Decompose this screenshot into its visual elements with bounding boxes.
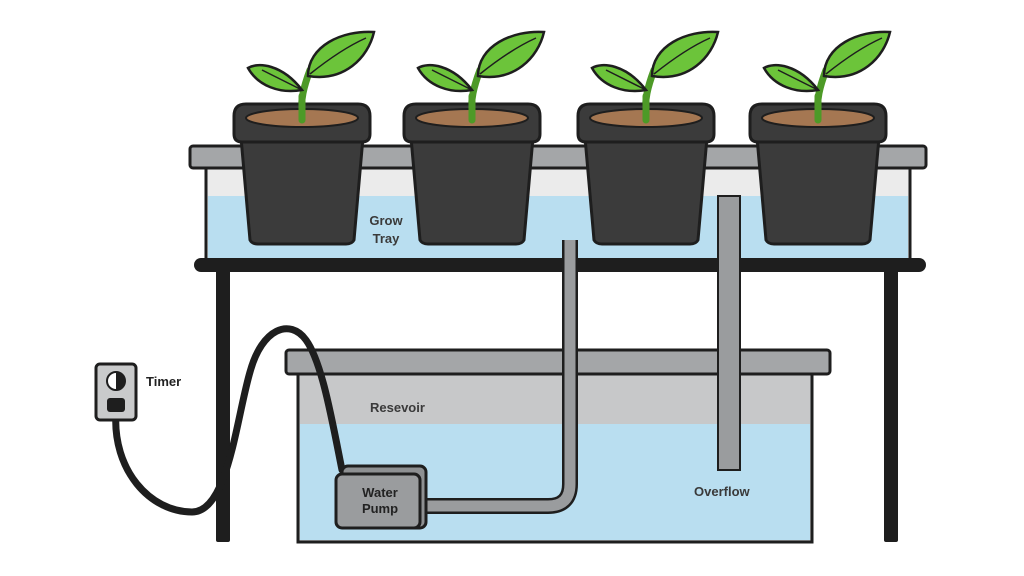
leaf-small [416, 64, 475, 93]
reservoir-rim [284, 348, 832, 376]
water-pump-label-line1: Water [362, 485, 398, 500]
pot-body [238, 124, 366, 246]
plant-pot [748, 30, 892, 246]
plant-pot [232, 30, 376, 246]
overflow-label: Overflow [694, 484, 751, 499]
reservoir-label: Resevoir [370, 400, 425, 415]
overflow-pipe [717, 195, 741, 471]
grow-tray-rim [188, 144, 928, 170]
leaf-small [762, 64, 821, 93]
pot-body [582, 124, 710, 246]
table-leg-right [884, 270, 898, 542]
leaf-large [476, 30, 546, 79]
plant-pots [232, 30, 892, 246]
leaf-small [590, 64, 649, 93]
grow-tray-label-line2: Tray [373, 231, 401, 246]
timer-outlet [94, 362, 138, 422]
pot-body [408, 124, 536, 246]
water-pump-label-line2: Pump [362, 501, 398, 516]
grow-tray-label-line1: Grow [369, 213, 403, 228]
power-cable [112, 325, 346, 516]
pot-body [754, 124, 882, 246]
leaf-large [650, 30, 720, 79]
plant-pot [576, 30, 720, 246]
timer-label: Timer [146, 374, 181, 389]
supply-pipe [420, 240, 578, 514]
table-top-bar [194, 258, 926, 272]
water-pump: Water Pump [334, 464, 428, 530]
leaf-small [246, 64, 305, 93]
outlet-socket-icon [107, 398, 125, 412]
leaf-large [306, 30, 376, 79]
table-leg-left [216, 270, 230, 542]
leaf-large [822, 30, 892, 79]
plant-pot [402, 30, 546, 246]
